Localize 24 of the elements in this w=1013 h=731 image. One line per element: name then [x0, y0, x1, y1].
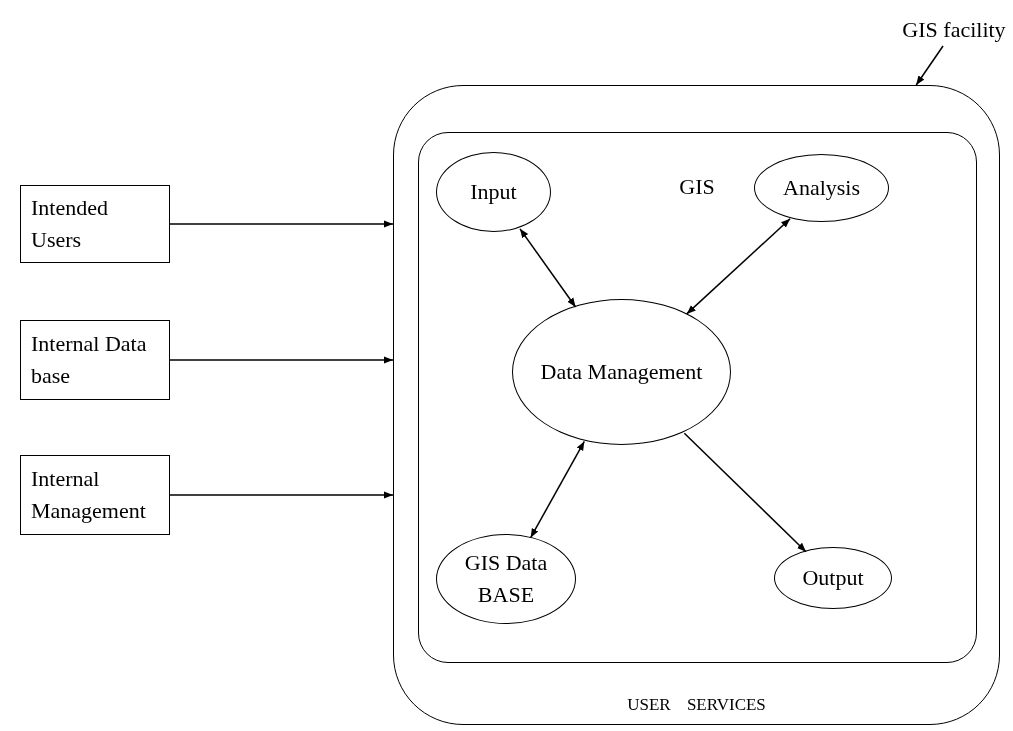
node-label: Data Management — [540, 358, 703, 387]
source-box — [20, 455, 170, 535]
node-label: Output — [802, 564, 864, 593]
source-box — [20, 320, 170, 400]
arrow — [686, 218, 791, 315]
node-label: Input — [470, 178, 517, 207]
node-label: Intended Users — [31, 194, 109, 254]
arrow — [683, 432, 807, 553]
node-label: GIS — [679, 172, 715, 201]
arrow — [529, 440, 586, 539]
node-label: Analysis — [783, 174, 860, 203]
node-label: Internal Data base — [31, 330, 148, 390]
arrow — [915, 45, 944, 86]
node-label: USER SERVICES — [627, 694, 766, 717]
facility-box — [393, 85, 1000, 725]
arrow — [169, 356, 394, 364]
arrow — [169, 491, 394, 499]
arrow — [519, 228, 577, 308]
callout-text: GIS facility — [902, 16, 1006, 45]
system-box — [417, 131, 977, 663]
node-label: Internal Management — [31, 465, 147, 525]
source-box — [20, 185, 170, 263]
node-label: GIS Data BASE — [463, 549, 549, 609]
arrow — [169, 220, 394, 228]
